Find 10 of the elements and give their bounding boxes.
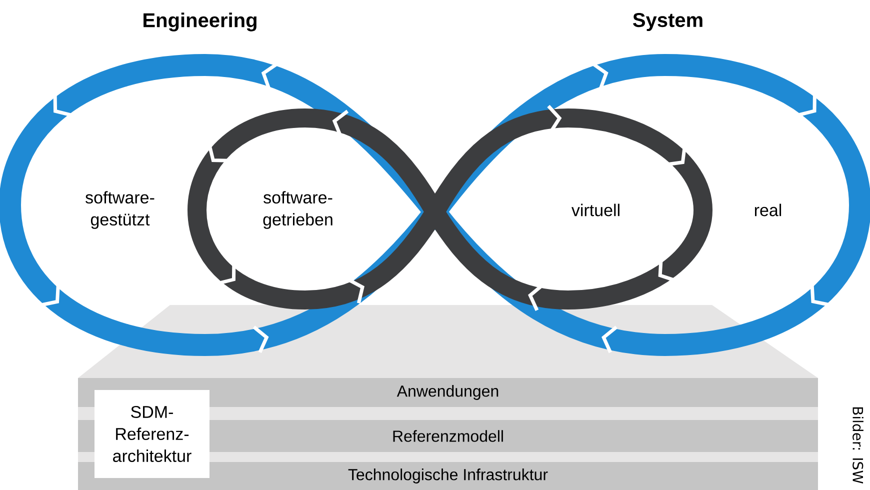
title: Engineering [144,12,256,32]
label-box: SDM- Referenz- architektur [94,390,210,478]
loop-label: software- gestützt [86,191,154,229]
loop-label: real [754,204,782,216]
layer-band: Technologische Infrastruktur [78,462,818,490]
loop-label: virtuell [572,204,620,216]
title: System [633,12,702,32]
layer-band: Anwendungen [78,378,818,407]
loop-label: software- getrieben [263,191,332,229]
source-credit: Bilder: ISW [852,407,864,484]
